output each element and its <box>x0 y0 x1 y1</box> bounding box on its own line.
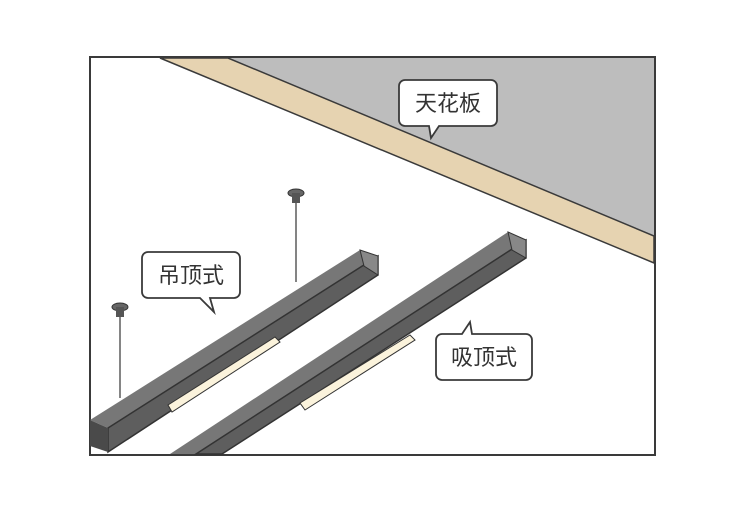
label-bubble-pendant: 吊顶式 <box>141 251 241 316</box>
pendant-mount-left <box>111 302 129 398</box>
ceiling-edge-band <box>159 57 655 265</box>
pendant-label: 吊顶式 <box>158 264 224 289</box>
pendant-light-strip <box>167 336 281 413</box>
surface-light-bar <box>170 231 527 455</box>
surface-light-strip <box>299 334 416 411</box>
surface-label: 吸顶式 <box>451 346 517 371</box>
pendant-mount-right <box>287 188 305 282</box>
label-bubble-ceiling: 天花板 <box>398 79 498 141</box>
label-bubble-surface: 吸顶式 <box>435 319 533 381</box>
pendant-light-bar <box>90 249 379 454</box>
ceiling-label: 天花板 <box>415 92 481 117</box>
